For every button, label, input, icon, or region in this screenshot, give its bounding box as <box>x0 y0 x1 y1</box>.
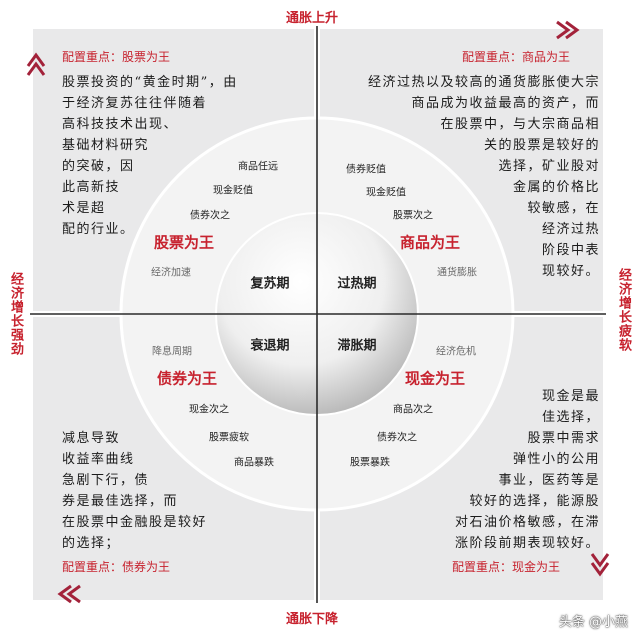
text-line: 在股票中，与大宗商品相 <box>440 117 600 132</box>
text-line: 对石油价格敏感，在滞 <box>454 515 600 530</box>
priority-label: 配置重点： <box>452 560 513 574</box>
axis-label-left: 经济增长强劲 <box>8 272 23 356</box>
priority-top-left: 配置重点：股票为王 <box>62 48 170 65</box>
text-line: 减息导致 <box>62 431 121 446</box>
ranking-item: 商品次之 <box>393 404 433 416</box>
text-line: 较好的选择，能源股 <box>469 494 600 509</box>
priority-value: 债券为王 <box>122 560 171 574</box>
text-line: 现金是最 <box>541 389 600 404</box>
text-line: 选择，矿业股对 <box>498 159 600 174</box>
text-line: 金属的价格比 <box>512 180 600 195</box>
description-top-right: 经济过热以及较高的通货膨胀使大宗 商品成为收益最高的资产，而 在股票中，与大宗商… <box>368 72 600 282</box>
king-bottom-right: 现金为王 <box>404 369 466 388</box>
text-line: 阶段中表 <box>541 243 600 258</box>
text-line: 现较好。 <box>541 264 600 279</box>
text-line: 弹性小的公用 <box>512 452 600 467</box>
ranking-item: 商品任远 <box>238 161 278 173</box>
text-line: 股票投资的“黄金时期”，由 <box>62 75 238 90</box>
axis-label-top: 通胀上升 <box>286 11 339 26</box>
condition-bottom-right: 经济危机 <box>436 346 476 358</box>
axis-label-right: 经济增长疲软 <box>616 268 631 352</box>
ranking-item: 债券次之 <box>190 210 230 222</box>
text-line: 佳选择， <box>541 410 600 425</box>
text-line: 关的股票是较好的 <box>483 138 600 153</box>
priority-bottom-right: 配置重点：现金为王 <box>452 558 560 575</box>
text-line: 收益率曲线 <box>62 452 135 467</box>
ranking-item: 股票次之 <box>393 210 433 222</box>
ranking-item: 现金贬值 <box>366 187 406 199</box>
arrow-left-icon <box>57 584 81 604</box>
text-line: 配的行业。 <box>62 222 135 237</box>
ranking-item: 商品暴跌 <box>234 457 274 469</box>
text-line: 急剧下行，债 <box>62 473 150 488</box>
priority-bottom-left: 配置重点：债券为王 <box>62 558 170 575</box>
text-line: 此高新技 <box>62 180 121 195</box>
text-line: 经济过热 <box>541 222 600 237</box>
text-line: 较敏感，在 <box>527 201 600 216</box>
arrow-down-icon <box>590 553 610 577</box>
text-line: 在股票中金融股是较好 <box>62 515 208 530</box>
text-line: 的突破，因 <box>62 159 135 174</box>
ranking-item: 债券贬值 <box>346 164 386 176</box>
ranking-item: 现金次之 <box>189 404 229 416</box>
condition-top-left: 经济加速 <box>151 267 191 279</box>
text-line: 经济过热以及较高的通货膨胀使大宗 <box>367 75 600 90</box>
king-top-right: 商品为王 <box>399 233 461 252</box>
king-top-left: 股票为王 <box>153 233 215 252</box>
ranking-item: 债券次之 <box>377 432 417 444</box>
text-line: 涨阶段前期表现较好。 <box>454 536 600 551</box>
priority-label: 配置重点： <box>462 50 523 64</box>
priority-label: 配置重点： <box>62 560 123 574</box>
king-bottom-left: 债券为王 <box>156 369 218 388</box>
text-line: 券是最佳选择，而 <box>62 494 179 509</box>
phase-overheat: 过热期 <box>337 276 377 292</box>
text-line: 股票中需求 <box>527 431 600 446</box>
phase-recession: 衰退期 <box>250 338 290 354</box>
phase-stagflation: 滞胀期 <box>337 338 377 354</box>
description-bottom-right: 现金是最 佳选择， 股票中需求 弹性小的公用 事业，医药等是 较好的选择，能源股… <box>455 386 600 554</box>
priority-value: 现金为王 <box>512 560 561 574</box>
description-top-left: 股票投资的“黄金时期”，由 于经济复苏往往伴随着 高科技技术出现、 基础材料研究… <box>62 72 238 240</box>
condition-top-right: 通货膨胀 <box>437 267 477 279</box>
ranking-item: 股票暴跌 <box>350 457 390 469</box>
text-line: 术是超 <box>62 201 106 216</box>
ranking-item: 股票疲软 <box>209 432 249 444</box>
text-line: 基础材料研究 <box>62 138 150 153</box>
arrow-up-icon <box>26 52 46 76</box>
phase-recovery: 复苏期 <box>250 276 290 292</box>
text-line: 的选择； <box>62 536 121 551</box>
arrow-right-icon <box>556 20 580 40</box>
priority-top-right: 配置重点：商品为王 <box>462 48 570 65</box>
watermark: 头条 @小燕 <box>558 615 628 630</box>
priority-value: 商品为王 <box>522 50 571 64</box>
ranking-item: 现金贬值 <box>213 185 253 197</box>
priority-label: 配置重点： <box>62 50 123 64</box>
priority-value: 股票为王 <box>122 50 171 64</box>
text-line: 于经济复苏往往伴随着 <box>62 96 208 111</box>
condition-bottom-left: 降息周期 <box>152 346 192 358</box>
text-line: 高科技技术出现、 <box>62 117 179 132</box>
text-line: 事业，医药等是 <box>498 473 600 488</box>
text-line: 商品成为收益最高的资产，而 <box>411 96 600 111</box>
description-bottom-left: 减息导致 收益率曲线 急剧下行，债 券是最佳选择，而 在股票中金融股是较好 的选… <box>62 428 207 554</box>
axis-label-bottom: 通胀下降 <box>286 612 339 627</box>
